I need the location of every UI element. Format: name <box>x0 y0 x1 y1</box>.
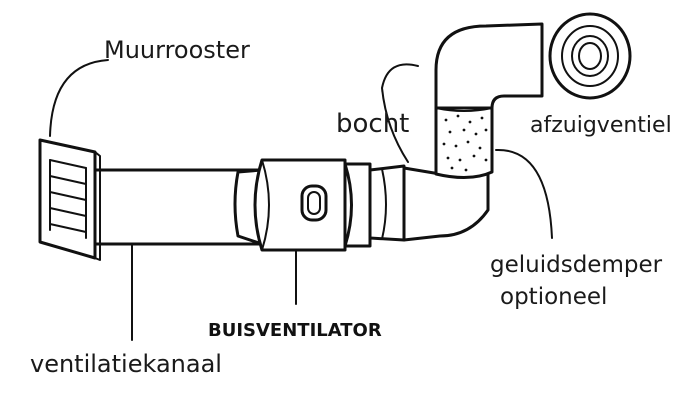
label-ventilatiekanaal: ventilatiekanaal <box>30 350 222 378</box>
grille-slats <box>49 159 87 239</box>
silencer <box>434 106 494 179</box>
silencer-dots <box>442 114 488 172</box>
extract-valve <box>548 12 632 100</box>
leader-lines <box>49 59 553 341</box>
wall-grille <box>38 138 101 261</box>
elbow-bend <box>434 22 544 112</box>
label-bocht: bocht <box>336 109 409 139</box>
label-buisventilator: BUISVENTILATOR <box>208 320 382 341</box>
label-geluidsdemper: geluidsdemper <box>490 252 663 278</box>
connector-ring <box>368 164 406 242</box>
label-afzuigventiel: afzuigventiel <box>530 113 672 138</box>
label-muurrooster: Muurrooster <box>104 36 250 64</box>
label-optioneel: optioneel <box>500 284 607 310</box>
inline-fan <box>233 158 372 252</box>
